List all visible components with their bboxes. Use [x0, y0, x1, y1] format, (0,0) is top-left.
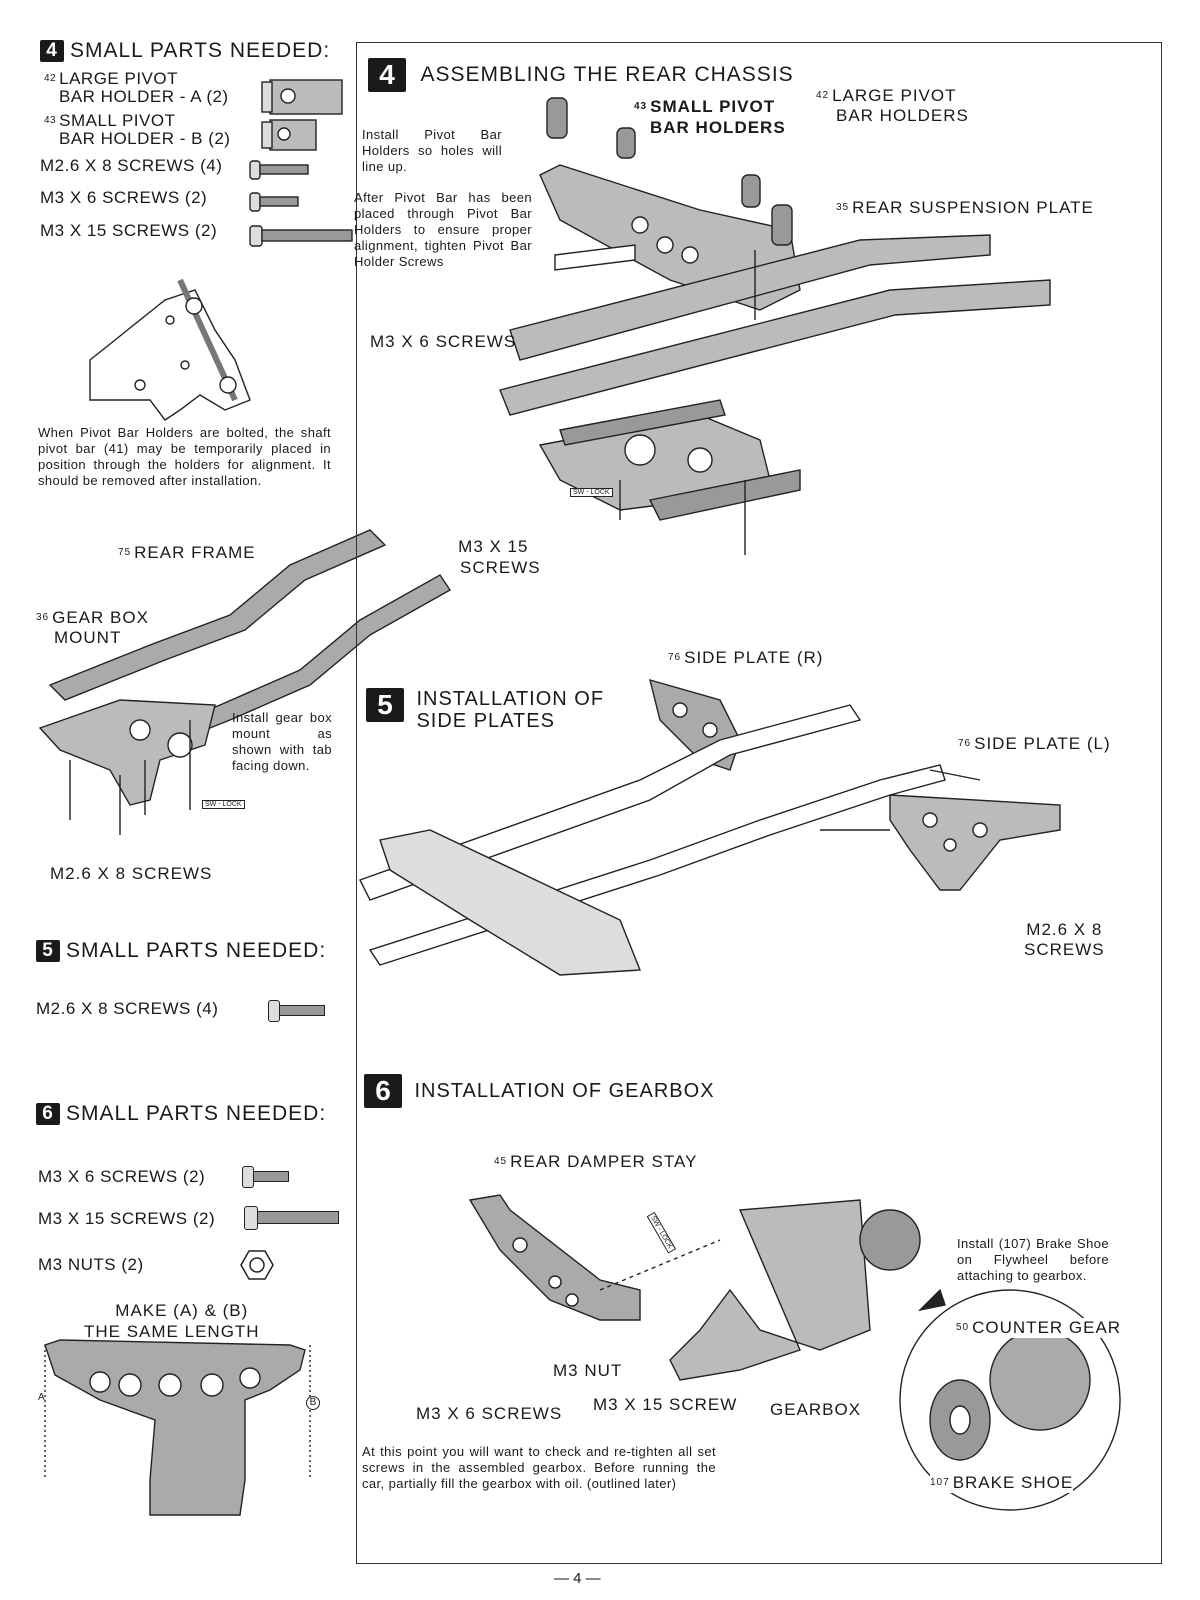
s4-m3x6-screws-label: M3 X 6 SCREWS	[370, 332, 517, 351]
m3-nut-icon	[240, 1250, 274, 1280]
s4-main-step-badge: 4	[368, 58, 406, 92]
s5-title: 5 INSTALLATION OF SIDE PLATES	[366, 688, 604, 732]
s5-m26x8-screws-label: M2.6 X 8 SCREWS	[1024, 920, 1105, 959]
s4-step-badge: 4	[40, 40, 64, 63]
s6-title: 6 INSTALLATION OF GEARBOX	[364, 1074, 715, 1108]
pivot-bar-note: When Pivot Bar Holders are bolted, the s…	[38, 425, 331, 488]
s6-part-m3-nuts: M3 NUTS (2)	[38, 1255, 144, 1274]
s4-m3x15-screws-label: M3 X 15 SCREWS	[458, 537, 541, 577]
s6-part-m3x15: M3 X 15 SCREWS (2)	[38, 1209, 216, 1228]
pivot-bar-diagram	[89, 278, 251, 421]
sw-lock-tag: SW - LOCK	[202, 800, 245, 809]
page-number: — 4 —	[554, 1570, 601, 1587]
s4-title: 4 ASSEMBLING THE REAR CHASSIS	[368, 58, 794, 92]
s5-main-step-badge: 5	[366, 688, 404, 722]
pivot-holder-a-icon	[261, 79, 343, 115]
pivot-bar-tighten-note: After Pivot Bar has been placed through …	[354, 190, 532, 269]
s6-part-m3x6: M3 X 6 SCREWS (2)	[38, 1167, 206, 1186]
length-a-label: A	[38, 1392, 45, 1403]
m3x15-screw-label: M3 X 15 SCREW	[593, 1395, 738, 1414]
final-check-note: At this point you will want to check and…	[362, 1444, 716, 1491]
length-b-label: B	[306, 1396, 320, 1410]
s5-part-m26x8: M2.6 X 8 SCREWS (4)	[36, 999, 219, 1018]
main-instructions-box	[356, 42, 1162, 1564]
gearbox-drawing	[468, 1194, 1121, 1511]
gearbox-label: GEARBOX	[770, 1400, 862, 1419]
s5-step-badge: 5	[36, 940, 60, 963]
s4-sw-lock-tag: SW - LOCK	[570, 488, 613, 497]
screw-m26x8-icon	[249, 160, 309, 180]
m26x8-screws-label: M2.6 X 8 SCREWS	[50, 864, 213, 883]
damper-stay-drawing	[44, 1339, 311, 1516]
brake-shoe-note: Install (107) Brake Shoe on Flywheel bef…	[957, 1236, 1109, 1283]
part-m3x6: M3 X 6 SCREWS (2)	[40, 188, 208, 207]
gear-box-install-note: Install gear box mount as shown with tab…	[232, 710, 332, 773]
side-plates-drawing	[359, 678, 1061, 976]
pivot-holder-b-icon	[261, 119, 317, 151]
part-m26x8: M2.6 X 8 SCREWS (4)	[40, 156, 223, 175]
s5-screw-icon	[268, 1000, 326, 1022]
s6-main-step-badge: 6	[364, 1074, 402, 1108]
part-m3x15: M3 X 15 SCREWS (2)	[40, 221, 218, 240]
rear-frame-drawing	[38, 529, 452, 835]
screw-m3x6-icon	[249, 192, 299, 212]
make-same-length-label: MAKE (A) & (B) THE SAME LENGTH	[84, 1301, 260, 1341]
m3-nut-label: M3 NUT	[553, 1361, 623, 1380]
s6-m3x15-icon	[244, 1206, 340, 1230]
pivot-holder-align-note: Install Pivot Bar Holders so holes will …	[362, 127, 502, 174]
s6-step-badge: 6	[36, 1103, 60, 1126]
rear-chassis-drawing	[499, 97, 1051, 555]
s6-m3x6-screws-label: M3 X 6 SCREWS	[416, 1404, 563, 1423]
screw-m3x15-icon	[249, 225, 353, 247]
s6-m3x6-icon	[242, 1166, 290, 1188]
